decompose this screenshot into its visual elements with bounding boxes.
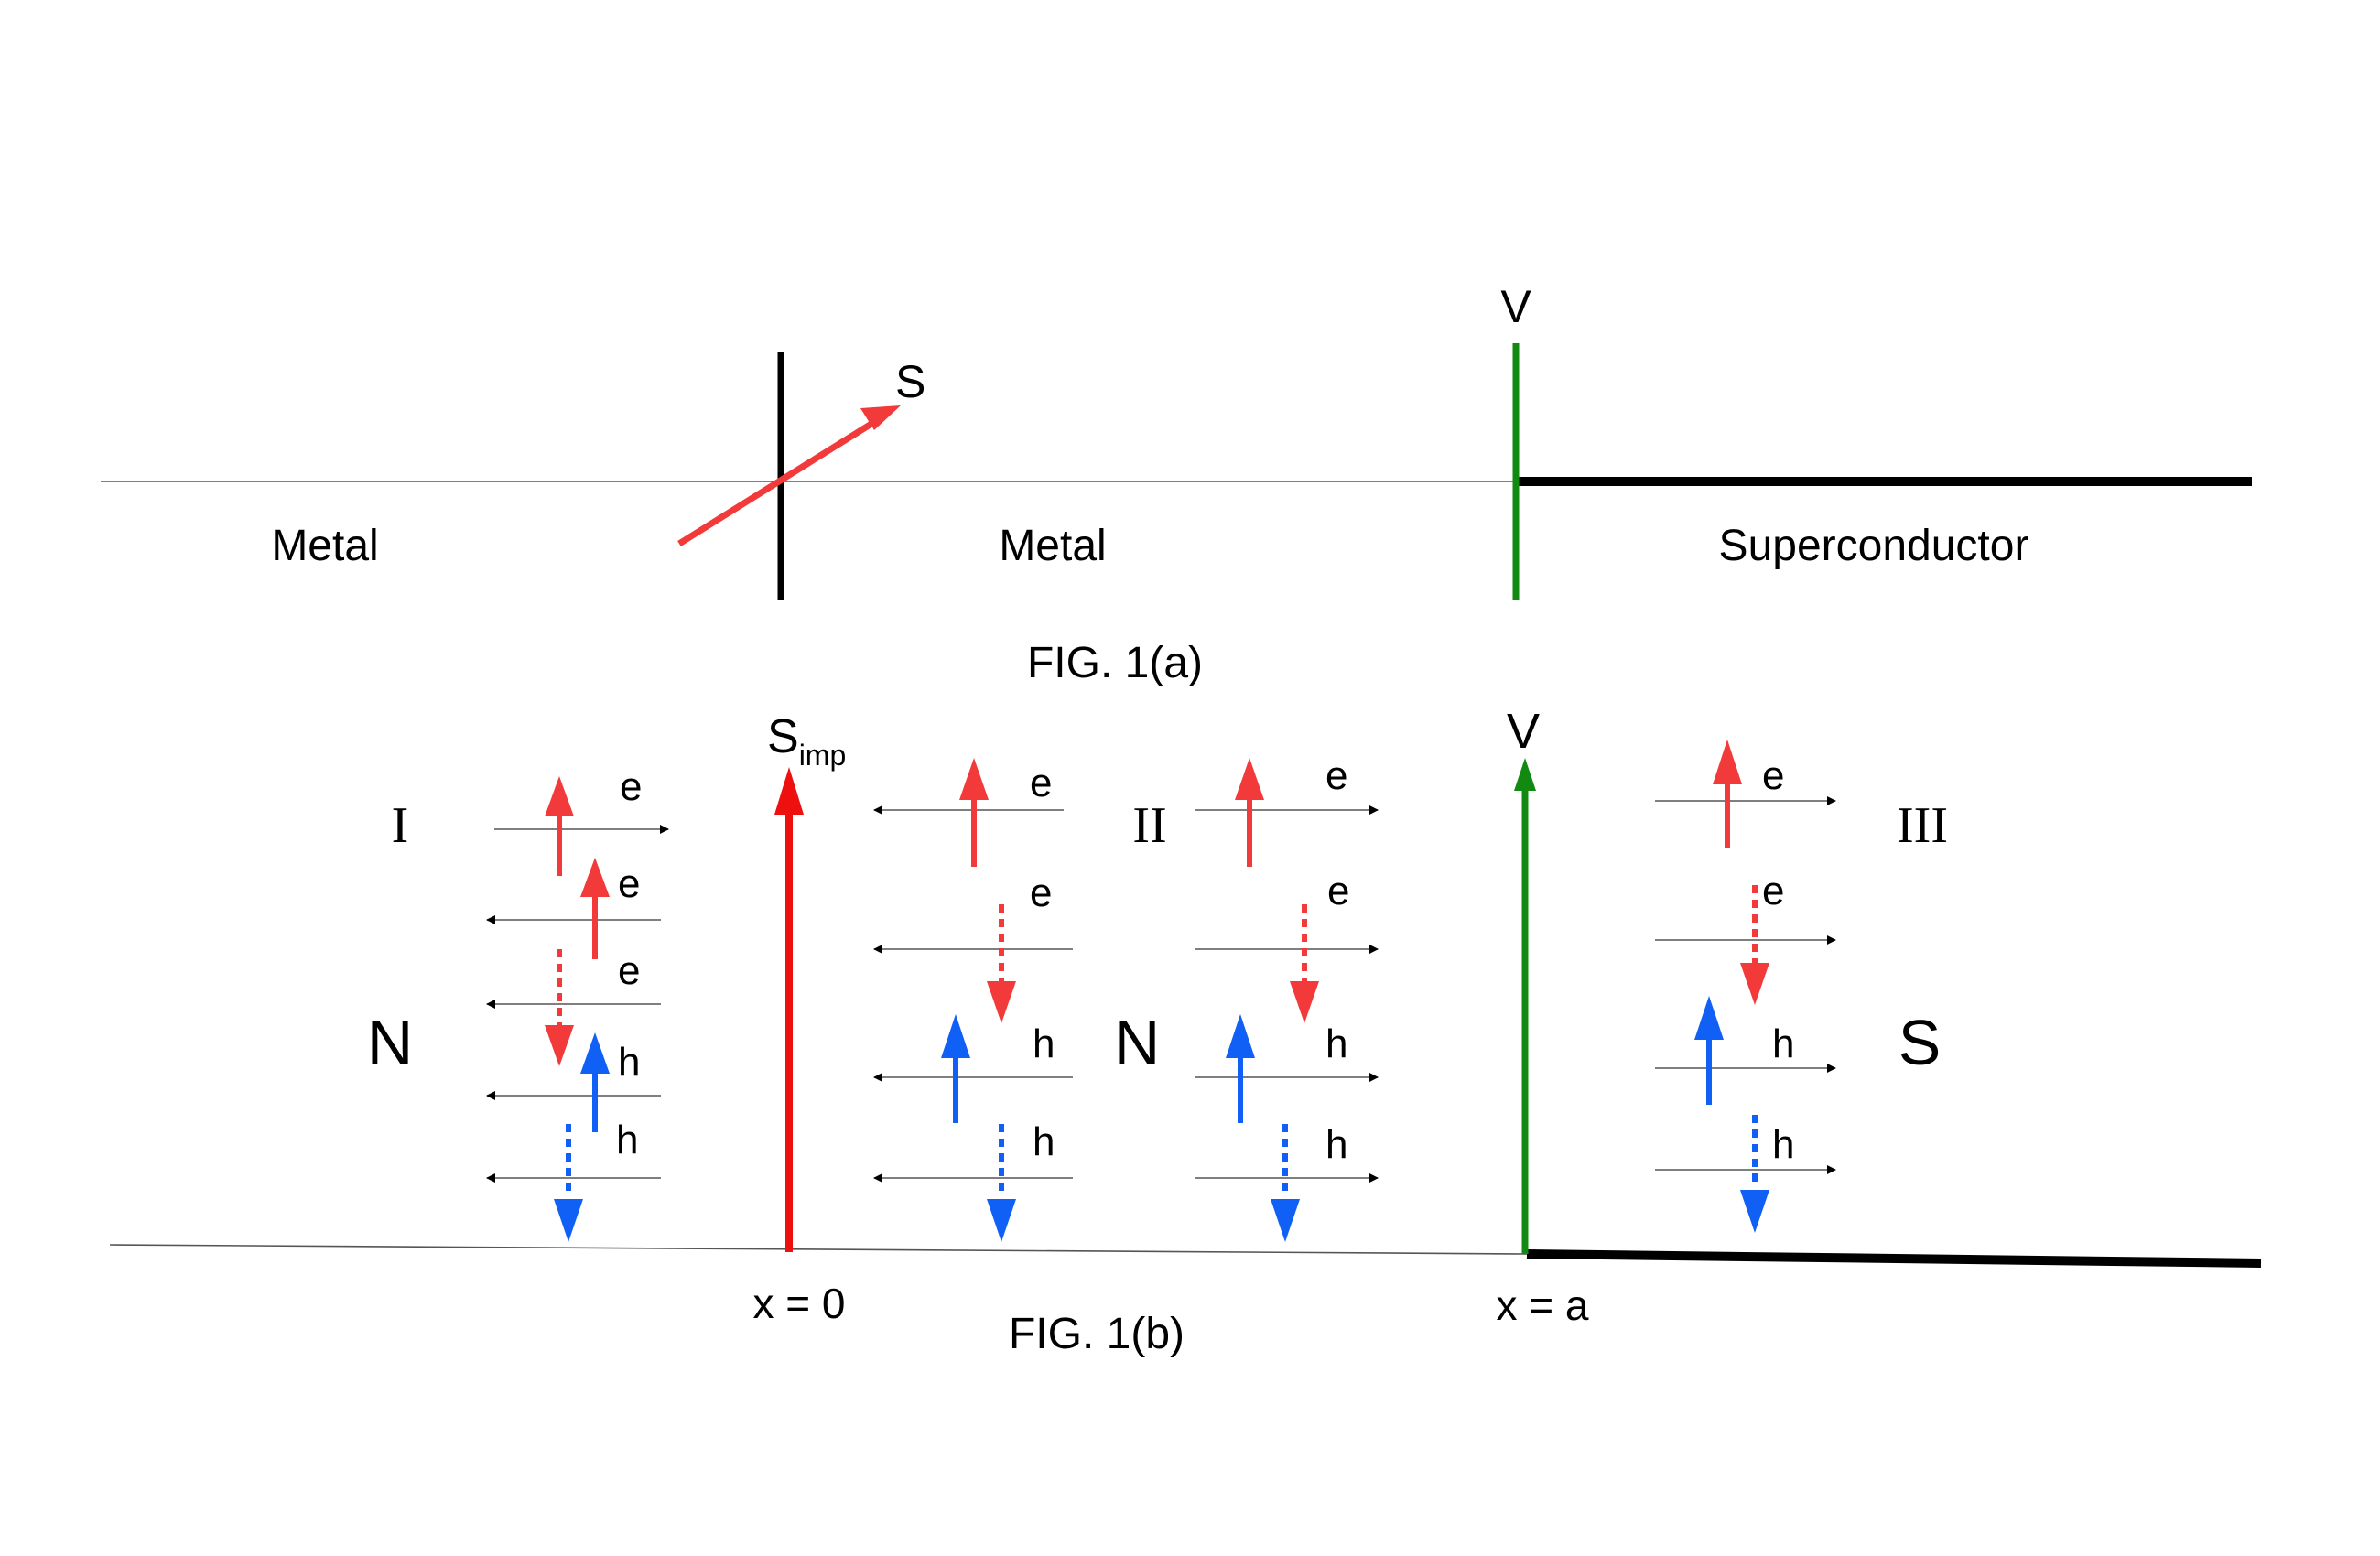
spin-up-arrow bbox=[1226, 1014, 1255, 1123]
electron-label: e bbox=[620, 764, 642, 809]
fig-a-superconductor-label: Superconductor bbox=[1719, 522, 2029, 570]
region-II-right-waves: e e h h bbox=[1195, 753, 1379, 1242]
spin-up-arrow bbox=[1235, 758, 1264, 867]
hole-label: h bbox=[1033, 1021, 1055, 1066]
fig-a-caption: FIG. 1(a) bbox=[1027, 639, 1203, 687]
spin-up-arrow bbox=[580, 858, 610, 959]
fig-a-spin-arrowhead bbox=[860, 405, 901, 430]
electron-label: e bbox=[1030, 761, 1052, 805]
electron-label: e bbox=[618, 861, 640, 906]
electron-label: e bbox=[1762, 753, 1784, 798]
fig-a-barrier-label: V bbox=[1500, 281, 1531, 332]
spin-up-arrow bbox=[545, 776, 574, 876]
impurity-label-main: S bbox=[767, 710, 799, 763]
region-N2-label: N bbox=[1114, 1007, 1161, 1078]
electron-label: e bbox=[1762, 869, 1784, 913]
spin-down-arrow bbox=[987, 1124, 1016, 1242]
spin-up-arrow bbox=[959, 758, 989, 867]
region-I-waves: e e e h h bbox=[486, 764, 669, 1242]
region-III-waves: e e h h bbox=[1655, 740, 1836, 1233]
spin-down-arrow bbox=[987, 904, 1016, 1023]
electron-label: e bbox=[1030, 870, 1052, 915]
region-N1-label: N bbox=[367, 1007, 414, 1078]
fig-b-xa-label: x = a bbox=[1496, 1281, 1588, 1329]
region-III-label: III bbox=[1897, 797, 1948, 854]
spin-up-arrow bbox=[580, 1032, 610, 1132]
fig-a: S V Metal Metal Superconductor FIG. 1(a) bbox=[101, 281, 2252, 687]
fig-b-baseline bbox=[109, 1244, 1528, 1255]
region-II-left-waves: e e h h bbox=[873, 758, 1073, 1242]
spin-down-arrow bbox=[545, 949, 574, 1066]
fig-b: Simp V x = 0 x = a FIG. 1(b) I II III N … bbox=[109, 704, 2262, 1358]
hole-label: h bbox=[1772, 1122, 1794, 1167]
fig-a-metal-mid-label: Metal bbox=[999, 522, 1106, 570]
fig-b-impurity-spin-arrowhead bbox=[774, 767, 804, 815]
fig-b-x0-label: x = 0 bbox=[752, 1280, 845, 1327]
spin-up-arrow bbox=[941, 1014, 970, 1123]
hole-label: h bbox=[616, 1118, 638, 1162]
fig-b-superconductor-line bbox=[1526, 1249, 2262, 1268]
spin-down-arrow bbox=[554, 1124, 583, 1242]
electron-label: e bbox=[1325, 753, 1347, 798]
fig-a-spin-arrow bbox=[677, 416, 881, 546]
fig-b-barrier-arrowhead bbox=[1514, 758, 1536, 791]
spin-down-arrow bbox=[1271, 1124, 1300, 1242]
hole-label: h bbox=[1325, 1122, 1347, 1167]
region-I-label: I bbox=[392, 797, 409, 854]
region-II-label: II bbox=[1132, 797, 1166, 854]
spin-down-arrow bbox=[1740, 885, 1769, 1005]
hole-label: h bbox=[1325, 1021, 1347, 1066]
electron-label: e bbox=[1327, 869, 1349, 913]
fig-b-caption: FIG. 1(b) bbox=[1009, 1310, 1185, 1358]
fig-b-barrier-label: V bbox=[1507, 704, 1540, 759]
spin-down-arrow bbox=[1740, 1115, 1769, 1233]
fig-b-impurity-label: Simp bbox=[767, 710, 846, 772]
hole-label: h bbox=[1033, 1119, 1055, 1164]
region-S-label: S bbox=[1899, 1007, 1942, 1078]
fig-a-metal-left-label: Metal bbox=[271, 522, 378, 570]
electron-label: e bbox=[618, 948, 640, 993]
spin-up-arrow bbox=[1713, 740, 1742, 848]
fig-a-spin-label: S bbox=[895, 356, 925, 407]
hole-label: h bbox=[618, 1040, 640, 1085]
impurity-label-sub: imp bbox=[799, 739, 847, 772]
hole-label: h bbox=[1772, 1021, 1794, 1066]
spin-up-arrow bbox=[1694, 996, 1724, 1105]
spin-down-arrow bbox=[1290, 904, 1319, 1023]
